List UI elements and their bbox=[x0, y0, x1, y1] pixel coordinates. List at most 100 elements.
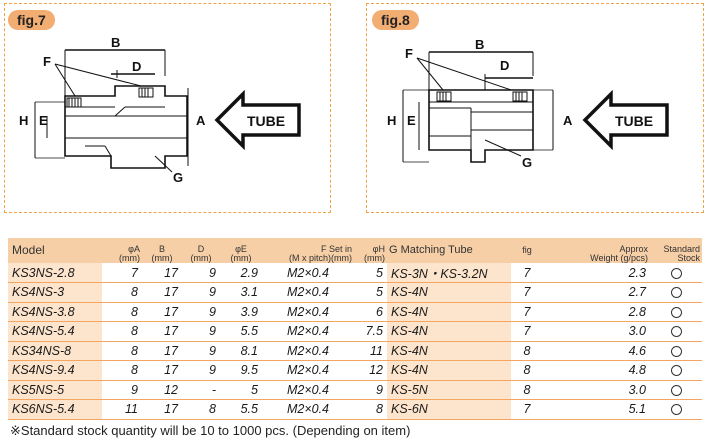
header-f: F Set in(M x pitch)(mm) bbox=[262, 238, 354, 263]
cell-stock bbox=[650, 263, 702, 283]
cell-stock bbox=[650, 360, 702, 381]
cell-h: 7.5 bbox=[354, 321, 387, 342]
cell-b: 12 bbox=[142, 380, 182, 400]
fig8-label-b: B bbox=[475, 37, 484, 52]
cell-b: 17 bbox=[142, 302, 182, 322]
cell-f: M2×0.4 bbox=[262, 380, 354, 400]
cell-d: 9 bbox=[182, 321, 220, 342]
header-b: B(mm) bbox=[142, 238, 182, 263]
fig8-label-a: A bbox=[563, 113, 573, 128]
fig8-tube-arrow: TUBE bbox=[582, 89, 669, 151]
cell-a: 11 bbox=[102, 399, 142, 420]
cell-w: 2.3 bbox=[543, 263, 650, 283]
cell-e: 5.5 bbox=[220, 321, 262, 342]
cell-b: 17 bbox=[142, 321, 182, 342]
cell-w: 2.7 bbox=[543, 282, 650, 303]
cell-stock bbox=[650, 321, 702, 342]
cell-e: 5 bbox=[220, 380, 262, 400]
table-header-row: Model φA(mm) B(mm) D(mm) φE(mm) F Set in… bbox=[8, 238, 702, 263]
fig7-label-g: G bbox=[173, 170, 183, 185]
cell-f: M2×0.4 bbox=[262, 302, 354, 322]
cell-d: 9 bbox=[182, 302, 220, 322]
fig8-label-f: F bbox=[405, 46, 413, 61]
cell-g: KS-4N bbox=[387, 360, 511, 381]
cell-model: KS34NS-8 bbox=[8, 341, 102, 361]
cell-model: KS3NS-2.8 bbox=[8, 263, 102, 283]
cell-model: KS4NS-3.8 bbox=[8, 302, 102, 322]
cell-f: M2×0.4 bbox=[262, 263, 354, 283]
header-fig: fig bbox=[511, 238, 543, 263]
cell-stock bbox=[650, 380, 702, 400]
cell-h: 11 bbox=[354, 341, 387, 361]
cell-e: 5.5 bbox=[220, 399, 262, 420]
cell-g: KS-4N bbox=[387, 321, 511, 342]
fig7-label-e: E bbox=[39, 113, 48, 128]
cell-fig: 8 bbox=[511, 360, 543, 381]
footnote: ※Standard stock quantity will be 10 to 1… bbox=[10, 423, 411, 438]
cell-e: 3.1 bbox=[220, 282, 262, 303]
fig7-label-d: D bbox=[132, 59, 141, 74]
stock-circle-icon bbox=[670, 287, 682, 299]
header-model: Model bbox=[8, 238, 102, 263]
cell-f: M2×0.4 bbox=[262, 282, 354, 303]
cell-model: KS4NS-5.4 bbox=[8, 321, 102, 342]
spec-table: Model φA(mm) B(mm) D(mm) φE(mm) F Set in… bbox=[8, 238, 702, 420]
cell-e: 9.5 bbox=[220, 360, 262, 381]
cell-e: 2.9 bbox=[220, 263, 262, 283]
cell-f: M2×0.4 bbox=[262, 399, 354, 420]
cell-h: 5 bbox=[354, 263, 387, 283]
stock-circle-icon bbox=[670, 345, 682, 357]
fig8-label-e: E bbox=[407, 113, 416, 128]
cell-w: 2.8 bbox=[543, 302, 650, 322]
cell-b: 17 bbox=[142, 341, 182, 361]
cell-b: 17 bbox=[142, 263, 182, 283]
cell-fig: 7 bbox=[511, 321, 543, 342]
cell-f: M2×0.4 bbox=[262, 360, 354, 381]
cell-fig: 8 bbox=[511, 380, 543, 400]
cell-model: KS6NS-5.4 bbox=[8, 399, 102, 420]
cell-a: 9 bbox=[102, 380, 142, 400]
cell-fig: 7 bbox=[511, 302, 543, 322]
cell-g: KS-6N bbox=[387, 399, 511, 420]
cell-a: 8 bbox=[102, 321, 142, 342]
cell-stock bbox=[650, 302, 702, 322]
stock-circle-icon bbox=[670, 384, 682, 396]
cell-h: 8 bbox=[354, 399, 387, 420]
stock-circle-icon bbox=[670, 267, 682, 279]
fig7-label-b: B bbox=[111, 35, 120, 50]
cell-a: 8 bbox=[102, 341, 142, 361]
cell-e: 3.9 bbox=[220, 302, 262, 322]
header-a: φA(mm) bbox=[102, 238, 142, 263]
cell-g: KS-3N・KS-3.2N bbox=[387, 263, 511, 283]
figure-8-tag: fig.8 bbox=[372, 10, 419, 30]
fig7-tube-arrow: TUBE bbox=[214, 89, 301, 151]
cell-g: KS-4N bbox=[387, 282, 511, 303]
fig7-label-h: H bbox=[19, 113, 28, 128]
cell-h: 9 bbox=[354, 380, 387, 400]
cell-model: KS5NS-5 bbox=[8, 380, 102, 400]
stock-circle-icon bbox=[670, 326, 682, 338]
cell-f: M2×0.4 bbox=[262, 321, 354, 342]
figure-8-drawing: B D F H E A G bbox=[387, 37, 669, 170]
cell-d: 8 bbox=[182, 399, 220, 420]
fig7-label-f: F bbox=[43, 54, 51, 69]
cell-a: 8 bbox=[102, 282, 142, 303]
cell-w: 5.1 bbox=[543, 399, 650, 420]
cell-d: 9 bbox=[182, 360, 220, 381]
stock-circle-icon bbox=[670, 404, 682, 416]
cell-e: 8.1 bbox=[220, 341, 262, 361]
header-h: φH(mm) bbox=[354, 238, 387, 263]
cell-g: KS-4N bbox=[387, 302, 511, 322]
cell-w: 4.8 bbox=[543, 360, 650, 381]
stock-circle-icon bbox=[670, 365, 682, 377]
figure-7-panel: fig.7 B D F H E bbox=[4, 3, 331, 213]
cell-g: KS-5N bbox=[387, 380, 511, 400]
cell-w: 3.0 bbox=[543, 321, 650, 342]
fig8-label-g: G bbox=[522, 155, 532, 170]
